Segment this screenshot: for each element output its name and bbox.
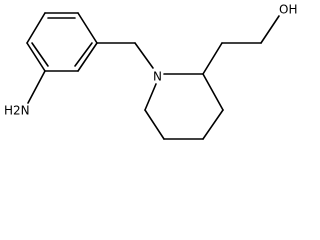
bond-ar6-ar1 — [26, 12, 46, 44]
molecule-structure: H2N N OH — [4, 3, 297, 140]
benzene-ring — [26, 12, 98, 72]
amine-label: H2N — [4, 104, 30, 118]
bond-ar2-ar3 — [77, 12, 98, 44]
piperidine-ring — [144, 73, 224, 140]
ring-nitrogen-label: N — [153, 70, 162, 84]
double-bond-inner-3 — [31, 42, 49, 67]
bond-ar5-ar6 — [26, 42, 46, 72]
bond-c2-to-chain — [202, 42, 223, 75]
bond-ring-to-amine — [27, 70, 46, 104]
bond-c3-c4 — [202, 109, 224, 140]
hydroxyl-label: OH — [279, 3, 297, 17]
double-bond-inner-2 — [74, 42, 93, 67]
bond-ar3-ar4 — [77, 42, 98, 72]
bond-ch2-to-oxygen — [260, 15, 280, 44]
bond-ch2-to-nitrogen — [134, 42, 154, 69]
bond-c5-c6 — [144, 109, 165, 140]
bond-c2-c3 — [202, 73, 224, 111]
bond-c6-n — [144, 83, 157, 111]
